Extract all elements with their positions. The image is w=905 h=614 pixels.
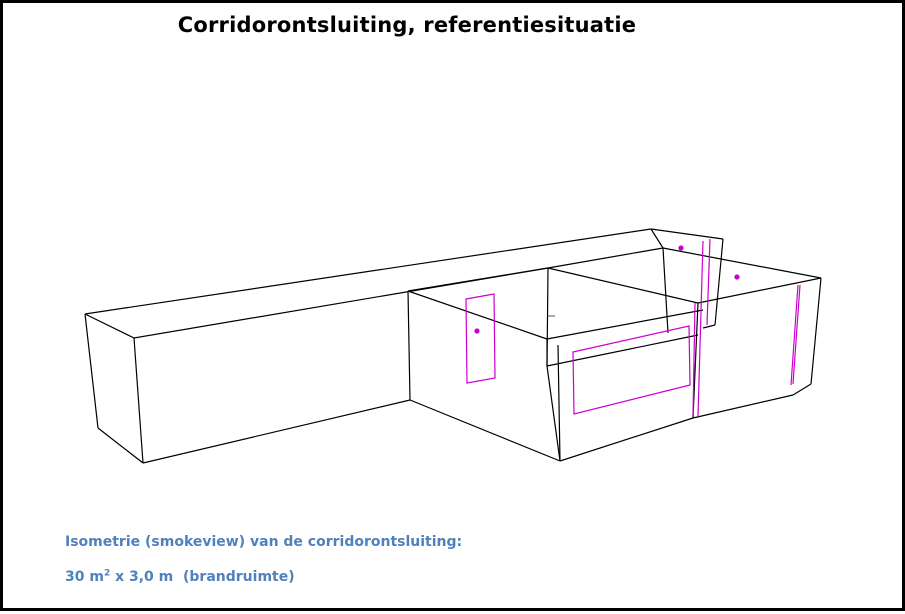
opening-edge-b [706, 238, 711, 326]
caption-height: x 3,0 m (brandruimte) [110, 569, 295, 585]
middle-room-volume [407, 247, 664, 462]
opening-edge-e [790, 284, 799, 386]
caption-line-1: Isometrie (smokeview) van de corridoront… [65, 534, 463, 550]
caption-area-exponent: 2 [103, 568, 111, 579]
opening-edge-d [792, 284, 801, 385]
corridor-volume [84, 228, 724, 464]
isometric-smokeview-drawing [84, 228, 822, 464]
caption-area: 30 m [65, 569, 104, 585]
door-opening-fire-room [572, 325, 691, 415]
sensor-point-3 [734, 274, 740, 280]
caption-line-2: 30 m2 x 3,0 m (brandruimte) [65, 569, 295, 585]
opening-edge-c [692, 302, 696, 416]
door-opening-middle-room [465, 293, 496, 384]
sensor-point-2 [678, 245, 684, 251]
building-outline [84, 228, 822, 464]
slide-title: Corridorontsluiting, referentiesituatie [177, 13, 637, 37]
sensor-point-1 [474, 328, 480, 334]
fire-room-volume [546, 228, 822, 462]
opening-edge-a [697, 240, 704, 417]
openings-and-sensors [465, 238, 801, 417]
